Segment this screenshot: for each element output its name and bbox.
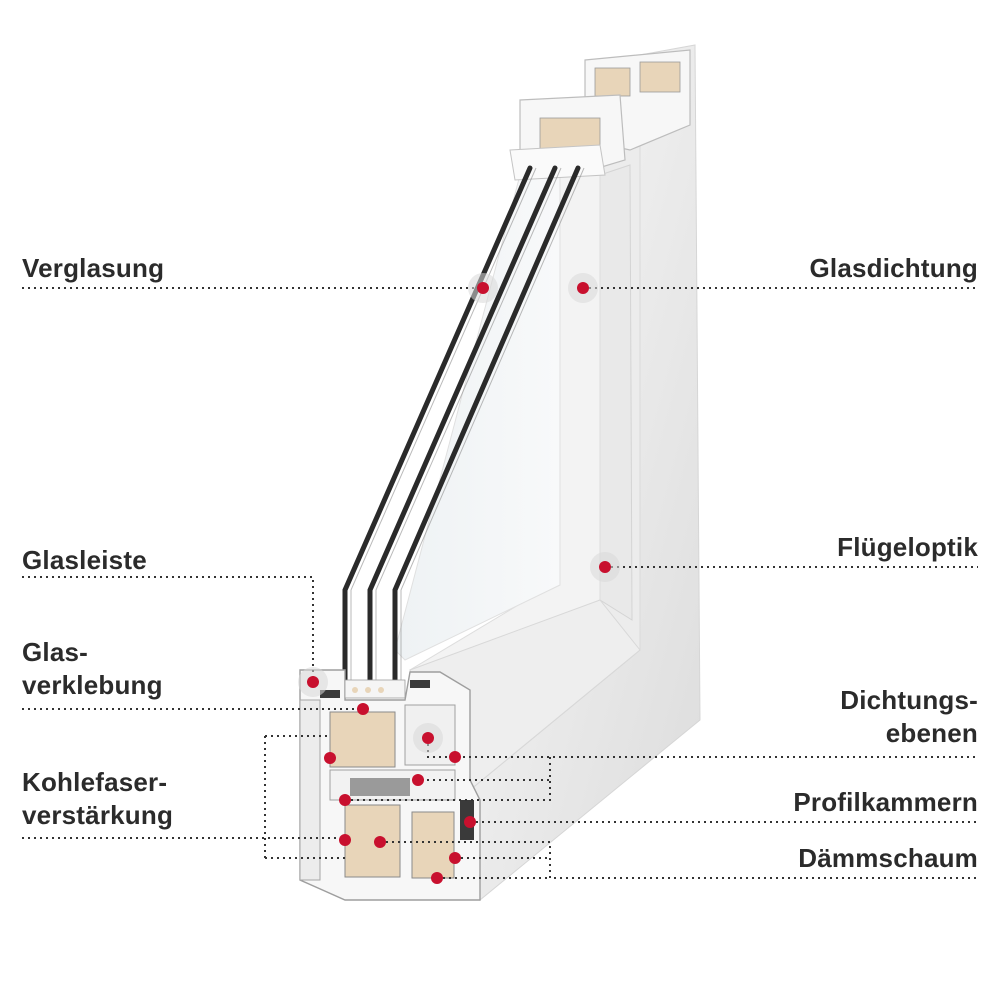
marker-dichtung-2 bbox=[449, 751, 461, 763]
top-profile-section bbox=[509, 49, 691, 181]
label-dichtungsebenen: Dichtungs- ebenen bbox=[840, 684, 978, 749]
marker-daemmschaum-1 bbox=[374, 836, 386, 848]
label-dichtungsebenen-line1: Dichtungs- bbox=[840, 685, 978, 715]
marker-fluegeloptik bbox=[590, 552, 620, 582]
marker-dichtung-3 bbox=[412, 774, 424, 786]
marker-glasverklebung bbox=[357, 703, 369, 715]
marker-profilkammern bbox=[464, 816, 476, 828]
label-verglasung: Verglasung bbox=[22, 253, 165, 283]
glazing-panes bbox=[342, 165, 581, 693]
label-kohlefaser-line1: Kohlefaser- bbox=[22, 767, 168, 797]
label-daemmschaum: Dämmschaum bbox=[798, 843, 978, 873]
marker-kohlefaser-2 bbox=[339, 794, 351, 806]
marker-glasdichtung bbox=[568, 273, 598, 303]
marker-dichtung-1 bbox=[413, 723, 443, 753]
label-kohlefaser-line2: verstärkung bbox=[22, 799, 174, 830]
label-glasverklebung: Glas- verklebung bbox=[22, 636, 163, 701]
marker-daemmschaum-2 bbox=[449, 852, 461, 864]
marker-kohlefaser-3 bbox=[339, 834, 351, 846]
label-fluegeloptik: Flügeloptik bbox=[837, 532, 978, 562]
label-kohlefaserverstaerkung: Kohlefaser- verstärkung bbox=[22, 766, 173, 831]
marker-glasleiste bbox=[298, 667, 328, 697]
bottom-profile-section bbox=[299, 669, 481, 901]
label-dichtungsebenen-line2: ebenen bbox=[885, 717, 978, 748]
label-profilkammern: Profilkammern bbox=[793, 787, 978, 817]
marker-verglasung bbox=[468, 273, 498, 303]
label-glasdichtung: Glasdichtung bbox=[809, 253, 978, 283]
marker-daemmschaum-3 bbox=[431, 872, 443, 884]
label-glasleiste: Glasleiste bbox=[22, 545, 147, 575]
marker-dots bbox=[298, 273, 620, 884]
marker-kohlefaser-1 bbox=[324, 752, 336, 764]
label-glasverklebung-line2: verklebung bbox=[22, 669, 163, 700]
label-glasverklebung-line1: Glas- bbox=[22, 637, 89, 667]
